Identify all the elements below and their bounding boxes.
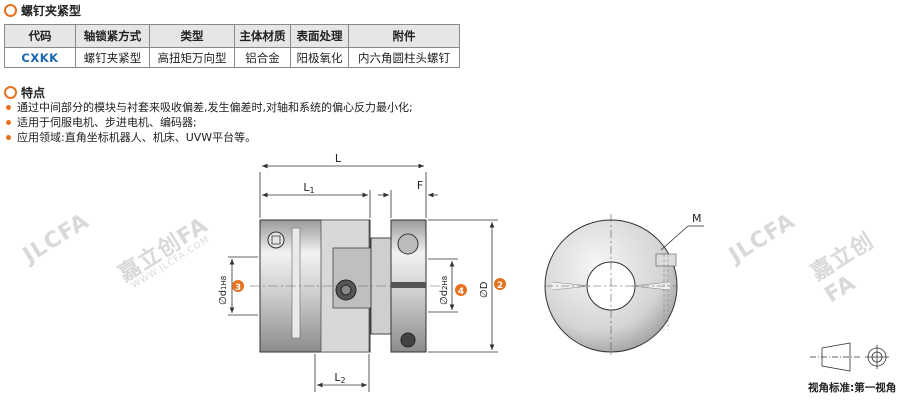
projection-symbol-icon	[810, 342, 889, 372]
section-title: 螺钉夹紧型	[21, 3, 82, 18]
table-cell: 铝合金	[234, 47, 291, 68]
table-cell: 内六角圆柱头螺钉	[348, 47, 460, 68]
dimension-lines	[228, 163, 498, 392]
features-header: 特点	[4, 84, 45, 101]
svg-text:2: 2	[497, 281, 503, 291]
table-header-cell: 代码	[4, 24, 76, 48]
circle-bullet-icon	[4, 3, 17, 17]
table-cell-code: CXKK	[4, 47, 76, 68]
svg-text:4: 4	[458, 287, 464, 297]
table-header-row: 代码 轴锁紧方式 类型 主体材质 表面处理 附件	[4, 24, 460, 48]
features-list: 通过中间部分的模块与衬套来吸收偏差,发生偏差时,对轴和系统的偏心反力最小化; 适…	[4, 100, 413, 145]
svg-text:3: 3	[235, 283, 241, 293]
table-header-cell: 附件	[348, 24, 460, 48]
list-item: 通过中间部分的模块与衬套来吸收偏差,发生偏差时,对轴和系统的偏心反力最小化;	[4, 100, 413, 115]
badge-2: 2	[494, 278, 506, 291]
table-cell: 阳极氧化	[290, 47, 349, 68]
list-item: 应用领域:直角坐标机器人、机床、UVW平台等。	[4, 130, 413, 145]
dim-d2-label: ∅d2H8	[439, 276, 450, 305]
circle-bullet-icon	[4, 86, 17, 99]
dim-L1-label: L1	[303, 181, 314, 195]
dim-M-label: M	[692, 212, 702, 225]
section-header: 螺钉夹紧型	[4, 2, 81, 18]
badge-3: 3	[232, 280, 244, 293]
table-cell: 螺钉夹紧型	[75, 47, 150, 68]
dim-L-label: L	[335, 152, 342, 165]
badge-4: 4	[455, 284, 467, 297]
table-header-cell: 轴锁紧方式	[75, 24, 150, 48]
bullet-dot-icon	[6, 120, 11, 125]
features-title: 特点	[21, 86, 46, 100]
list-item: 适用于伺服电机、步进电机、编码器;	[4, 115, 413, 130]
bullet-dot-icon	[6, 105, 11, 110]
bullet-dot-icon	[6, 135, 11, 140]
table-header-cell: 类型	[149, 24, 235, 48]
dim-F-label: F	[417, 179, 423, 192]
table-row: CXKK 螺钉夹紧型 高扭矩万向型 铝合金 阳极氧化 内六角圆柱头螺钉	[4, 47, 460, 68]
dim-L2-label: L2	[334, 371, 345, 385]
coupling-front-view	[544, 214, 704, 358]
table-cell: 高扭矩万向型	[149, 47, 235, 68]
dim-D-label: ∅D	[479, 281, 490, 298]
spec-table: 代码 轴锁紧方式 类型 主体材质 表面处理 附件 CXKK 螺钉夹紧型 高扭矩万…	[4, 24, 460, 68]
dim-d1-label: ∅d1H8	[218, 276, 229, 305]
projection-label: 视角标准:第一视角	[808, 382, 897, 394]
